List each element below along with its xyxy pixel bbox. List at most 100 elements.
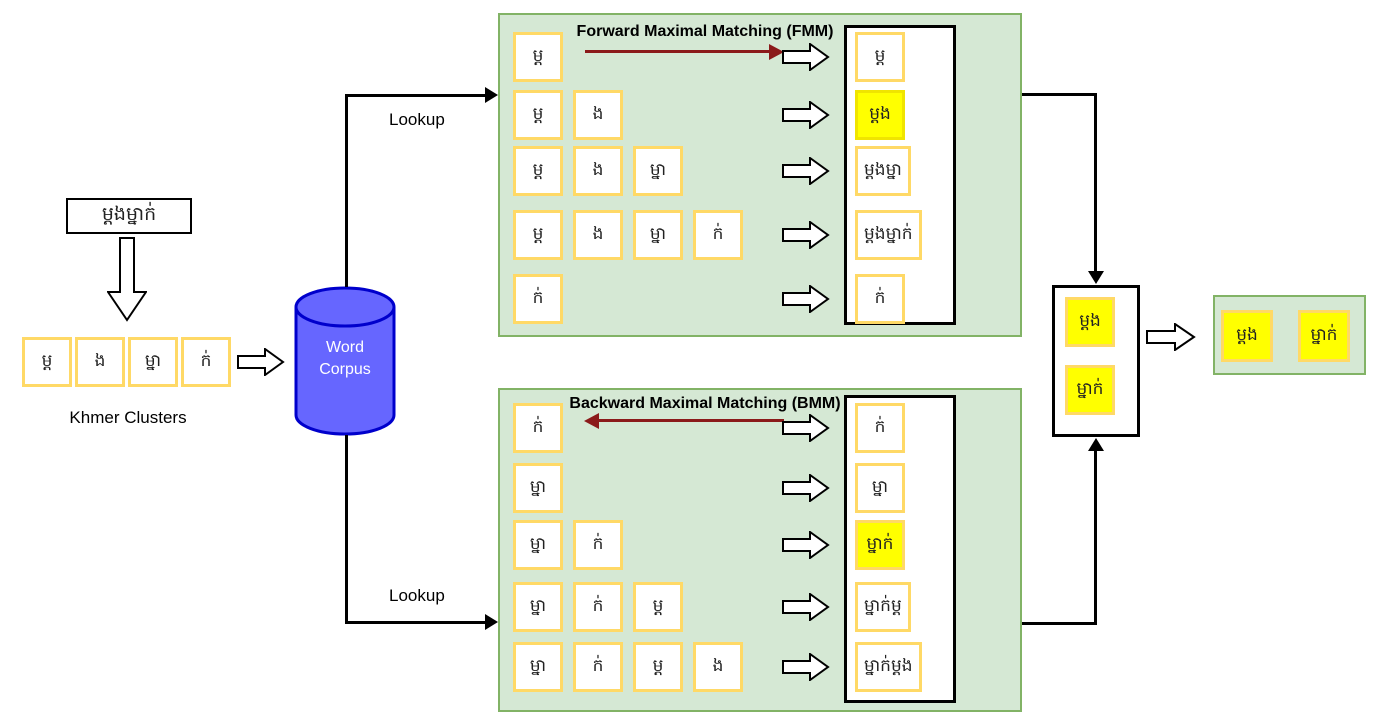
- result-arrow-icon: [782, 593, 830, 621]
- fmm-panel: Forward Maximal Matching (FMM) ម្ត ម្ត ង…: [498, 13, 1022, 337]
- result-arrow-icon: [782, 531, 830, 559]
- cluster-box: ម្ត: [633, 642, 683, 692]
- cluster-box: ម្ត: [513, 90, 563, 140]
- fmm-out-vline: [1094, 93, 1097, 273]
- result-arrow-shape: [782, 221, 830, 249]
- bmm-row-clusters: ម្នា: [513, 463, 563, 513]
- matched-words-box: ម្តង ម្នាក់: [1052, 285, 1140, 437]
- cluster-box: ក់: [181, 337, 231, 387]
- cluster-box: ង: [573, 146, 623, 196]
- matched-word: ម្តង: [1065, 297, 1115, 347]
- fmm-out-hline: [1022, 93, 1097, 96]
- lookup-bottom-arrowhead-icon: [485, 614, 498, 630]
- cluster-box: ម្នា: [128, 337, 178, 387]
- fmm-result: ម្ត: [855, 32, 905, 82]
- lookup-top-label: Lookup: [389, 110, 445, 129]
- down-arrow-shape: [107, 237, 147, 322]
- result-arrow-shape: [782, 157, 830, 185]
- bmm-row-clusters: ម្នា ក់ ម្ត: [513, 582, 683, 632]
- final-output-panel: ម្តង ម្នាក់: [1213, 295, 1366, 375]
- cluster-box: ក់: [573, 642, 623, 692]
- cluster-box: ង: [573, 210, 623, 260]
- cluster-box: ក់: [693, 210, 743, 260]
- bmm-row-clusters: ក់: [513, 403, 563, 453]
- cylinder-body: [294, 307, 396, 436]
- lookup-bottom-label: Lookup: [389, 586, 445, 605]
- lookup-bottom-vline: [345, 435, 348, 623]
- cluster-box: ក់: [513, 403, 563, 453]
- cluster-box: ម្នា: [513, 463, 563, 513]
- bmm-result: ក់: [855, 403, 905, 453]
- fmm-row-clusters: ម្ត ង ម្នា ក់: [513, 210, 743, 260]
- cluster-box: ម្ត: [513, 210, 563, 260]
- result-arrow-shape: [782, 593, 830, 621]
- lookup-top-hline: [345, 94, 486, 97]
- bmm-direction-arrowhead-icon: [584, 413, 599, 429]
- word-corpus-line1: Word: [326, 339, 364, 356]
- result-arrow-shape: [782, 101, 830, 129]
- cluster-box: ក់: [573, 520, 623, 570]
- result-arrow-shape: [782, 285, 830, 313]
- lookup-bottom-hline: [345, 621, 486, 624]
- cluster-box: ង: [573, 90, 623, 140]
- fmm-row-clusters: ម្ត ង: [513, 90, 623, 140]
- fmm-result: ម្តងម្នា: [855, 146, 911, 196]
- bmm-row-clusters: ម្នា ក់: [513, 520, 623, 570]
- fmm-result-matched: ម្តង: [855, 90, 905, 140]
- cluster-box: ម្ត: [513, 32, 563, 82]
- bmm-out-hline: [1022, 622, 1097, 625]
- word-corpus-label: Word Corpus: [293, 337, 397, 380]
- final-arrow-shape: [1146, 323, 1196, 351]
- fmm-result: ម្តងម្នាក់: [855, 210, 922, 260]
- fmm-direction-arrowhead-icon: [769, 44, 784, 60]
- cluster-box: ម្នា: [633, 146, 683, 196]
- final-word: ម្នាក់: [1298, 310, 1350, 362]
- final-word: ម្តង: [1221, 310, 1273, 362]
- cluster-box: ក់: [573, 582, 623, 632]
- cluster-box: ម្នា: [513, 582, 563, 632]
- matched-word: ម្នាក់: [1065, 365, 1115, 415]
- cluster-box: ង: [75, 337, 125, 387]
- result-arrow-icon: [782, 474, 830, 502]
- lookup-top-arrowhead-icon: [485, 87, 498, 103]
- result-arrow-icon: [782, 653, 830, 681]
- result-arrow-icon: [782, 43, 830, 71]
- fmm-row-clusters: ម្ត: [513, 32, 563, 82]
- right-arrow-icon: [237, 348, 285, 376]
- khmer-clusters-label: Khmer Clusters: [69, 408, 187, 427]
- result-arrow-icon: [782, 414, 830, 442]
- fmm-title: Forward Maximal Matching (FMM): [576, 23, 834, 40]
- bmm-title: Backward Maximal Matching (BMM): [569, 395, 841, 412]
- cluster-box: ម្នា: [513, 642, 563, 692]
- bmm-row-clusters: ម្នា ក់ ម្ត ង: [513, 642, 743, 692]
- lookup-top-vline: [345, 95, 348, 287]
- down-arrow-icon: [107, 237, 147, 322]
- result-arrow-icon: [782, 157, 830, 185]
- bmm-result: ម្នា: [855, 463, 905, 513]
- fmm-row-clusters: ក់: [513, 274, 563, 324]
- fmm-direction-line: [585, 50, 770, 53]
- bmm-result-matched: ម្នាក់: [855, 520, 905, 570]
- cluster-box: ម្នា: [513, 520, 563, 570]
- cluster-box: ម្ត: [633, 582, 683, 632]
- cluster-box: ក់: [513, 274, 563, 324]
- cylinder-top: [294, 286, 396, 328]
- bmm-panel: Backward Maximal Matching (BMM) ក់ ម្នា …: [498, 388, 1022, 712]
- fmm-row-clusters: ម្ត ង ម្នា: [513, 146, 683, 196]
- word-corpus-cylinder: Word Corpus: [293, 285, 397, 437]
- result-arrow-shape: [782, 414, 830, 442]
- fmm-out-arrowhead-icon: [1088, 271, 1104, 284]
- bmm-out-arrowhead-icon: [1088, 438, 1104, 451]
- result-arrow-shape: [782, 531, 830, 559]
- input-word-box: ម្តងម្នាក់: [66, 198, 192, 234]
- bmm-direction-line: [599, 419, 784, 422]
- result-arrow-shape: [782, 474, 830, 502]
- cluster-box: ម្ត: [22, 337, 72, 387]
- final-arrow-icon: [1146, 323, 1196, 351]
- fmm-result: ក់: [855, 274, 905, 324]
- cluster-box: ម្នា: [633, 210, 683, 260]
- cluster-box: ង: [693, 642, 743, 692]
- database-icon: [294, 286, 396, 436]
- result-arrow-shape: [782, 653, 830, 681]
